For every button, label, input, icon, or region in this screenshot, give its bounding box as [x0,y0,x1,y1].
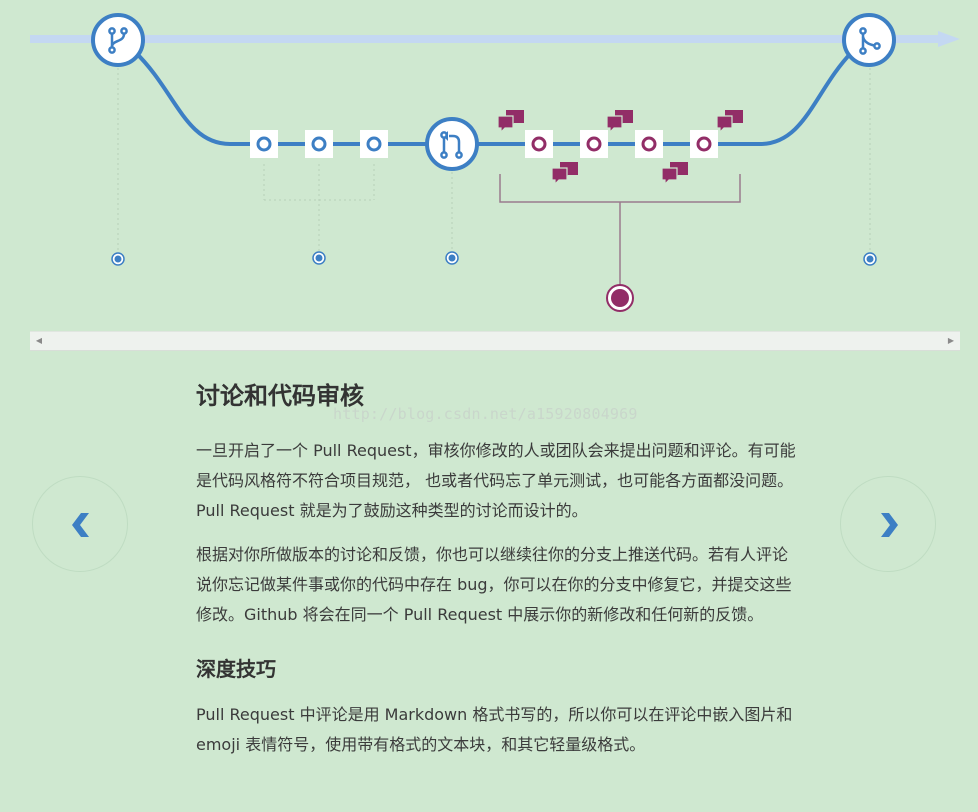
chevron-right-icon [881,513,898,537]
review-commit-node [525,130,553,158]
comment-bubbles-icon [661,161,689,185]
article-title: 讨论和代码审核 [196,381,364,410]
guide-lines [117,68,871,252]
article-paragraph: 一旦开启了一个 Pull Request，审核你修改的人或团队会来提出问题和评论… [196,441,796,520]
discussion-bracket [499,174,741,286]
branch-step-marker[interactable] [111,252,125,266]
git-flow-diagram [30,13,960,312]
review-commit-node [635,130,663,158]
tip-text: Pull Request 中评论是用 Markdown 格式书写的，所以你可以在… [196,705,793,754]
article-paragraph: 根据对你所做版本的讨论和反馈，你也可以继续往你的分支上推送代码。若有人评论说你忘… [196,545,792,624]
commit-node [250,130,278,158]
tip-heading: 深度技巧 [196,657,276,681]
scroll-right-arrow[interactable]: ▶ [947,336,955,345]
review-commit-node [690,130,718,158]
commit-node [360,130,388,158]
branch-icon [91,13,145,67]
comment-bubbles-icon [716,109,744,133]
review-commit-node [580,130,608,158]
feature-branch-path [133,50,854,146]
comment-bubbles-icon [606,109,634,133]
horizontal-scrollbar[interactable]: ◀ ▶ [30,331,960,351]
main-branch-arrow [938,31,960,47]
comment-bubbles-icon [497,109,525,133]
discussion-step-marker[interactable] [606,284,634,312]
article-content: 讨论和代码审核 一旦开启了一个 Pull Request，审核你修改的人或团队会… [196,376,796,760]
pull-request-step-marker[interactable] [445,251,459,265]
comment-bubbles-icon [551,161,579,185]
merge-icon [842,13,896,67]
commit-node [305,130,333,158]
pull-request-icon [425,117,479,171]
scroll-left-arrow[interactable]: ◀ [35,336,43,345]
next-step-button[interactable] [840,476,936,572]
previous-step-button[interactable] [32,476,128,572]
merge-step-marker[interactable] [863,252,877,266]
chevron-left-icon [72,513,89,537]
commits-step-marker[interactable] [312,251,326,265]
